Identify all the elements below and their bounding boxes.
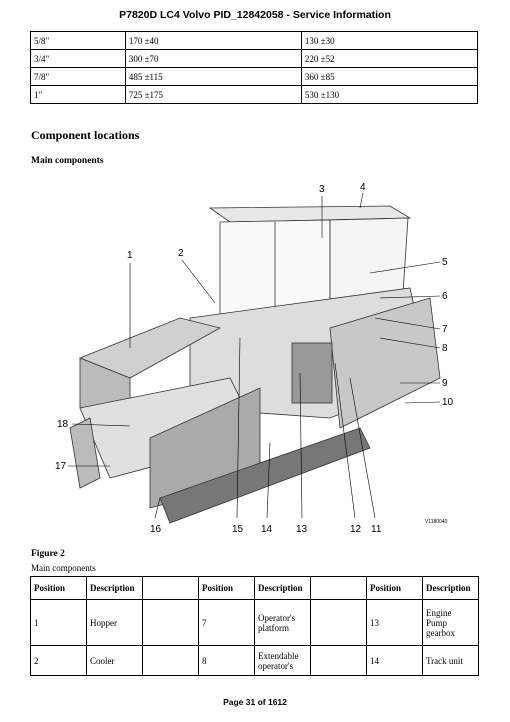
- figure-subcaption: Main components: [31, 563, 96, 573]
- callout-15: 15: [232, 524, 244, 535]
- callout-11: 11: [371, 524, 382, 535]
- page-footer: Page 31 of 1612: [223, 697, 287, 707]
- callout-1: 1: [127, 250, 133, 261]
- callout-17: 17: [55, 461, 67, 472]
- image-id: V1180040: [425, 519, 448, 525]
- callout-10: 10: [442, 397, 454, 408]
- table-header-row: Position Description Position Descriptio…: [30, 576, 479, 600]
- figure-caption: Figure 2: [31, 549, 65, 559]
- callout-13: 13: [296, 524, 308, 535]
- callout-8: 8: [442, 343, 448, 354]
- paver-illustration: 1 2 3 4 5 6 7 8 9 10 11 12 13 14 15 16 1…: [55, 182, 454, 535]
- callout-2: 2: [178, 248, 184, 259]
- callout-9: 9: [442, 378, 448, 389]
- table-row: 1 Hopper 7 Operator's platform 13 Engine…: [30, 599, 479, 646]
- callout-7: 7: [442, 324, 448, 335]
- callout-14: 14: [261, 524, 273, 535]
- document-header: P7820D LC4 Volvo PID_12842058 - Service …: [119, 9, 391, 21]
- components-table: Position Description Position Descriptio…: [30, 576, 479, 676]
- callout-6: 6: [442, 291, 448, 302]
- callout-18: 18: [57, 419, 69, 430]
- callout-5: 5: [442, 257, 448, 268]
- section-title: Component locations: [31, 128, 140, 142]
- table-row: 2 Cooler 8 Extendable operator's 14 Trac…: [30, 645, 479, 676]
- callout-3: 3: [319, 184, 325, 195]
- callout-16: 16: [150, 524, 162, 535]
- callout-12: 12: [350, 524, 362, 535]
- subsection-title: Main components: [31, 156, 104, 166]
- callout-4: 4: [360, 182, 366, 193]
